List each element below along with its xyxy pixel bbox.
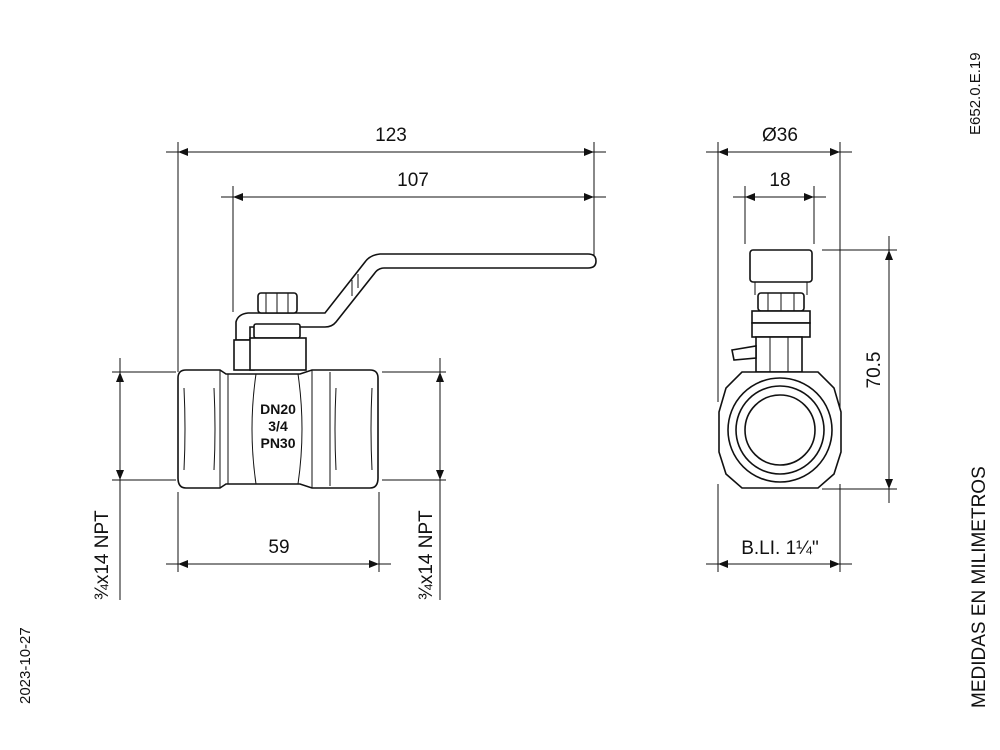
dimension-overall-length: 123: [375, 125, 407, 146]
body-mark-size: 3/4: [268, 418, 288, 434]
stem-nut: [233, 292, 307, 371]
side-view: Ø36 18 70.5 B.LI. 1¼": [706, 125, 897, 572]
side-handle: [731, 249, 813, 373]
drawing-date: 2023-10-27: [17, 627, 34, 704]
units-note: MEDIDAS EN MILIMETROS: [969, 466, 990, 708]
body-mark-dn: DN20: [260, 401, 296, 417]
dimension-diameter: Ø36: [762, 125, 798, 146]
dimension-stem-width: 18: [769, 170, 790, 191]
dimension-bore: B.LI. 1¼": [741, 538, 819, 559]
side-body: [718, 371, 842, 489]
drawing-code: E652.0.E.19: [967, 52, 984, 135]
valve-body: [177, 369, 379, 489]
dimension-handle-length: 107: [397, 170, 429, 191]
dimension-body-length: 59: [268, 537, 289, 558]
front-view: 123 107 59 ¾x14 NPT ¾x14 NPT: [92, 125, 606, 600]
body-mark-pn: PN30: [260, 435, 295, 451]
dimension-height: 70.5: [864, 352, 885, 389]
thread-right-label: ¾x14 NPT: [416, 510, 437, 600]
thread-left-label: ¾x14 NPT: [92, 510, 113, 600]
